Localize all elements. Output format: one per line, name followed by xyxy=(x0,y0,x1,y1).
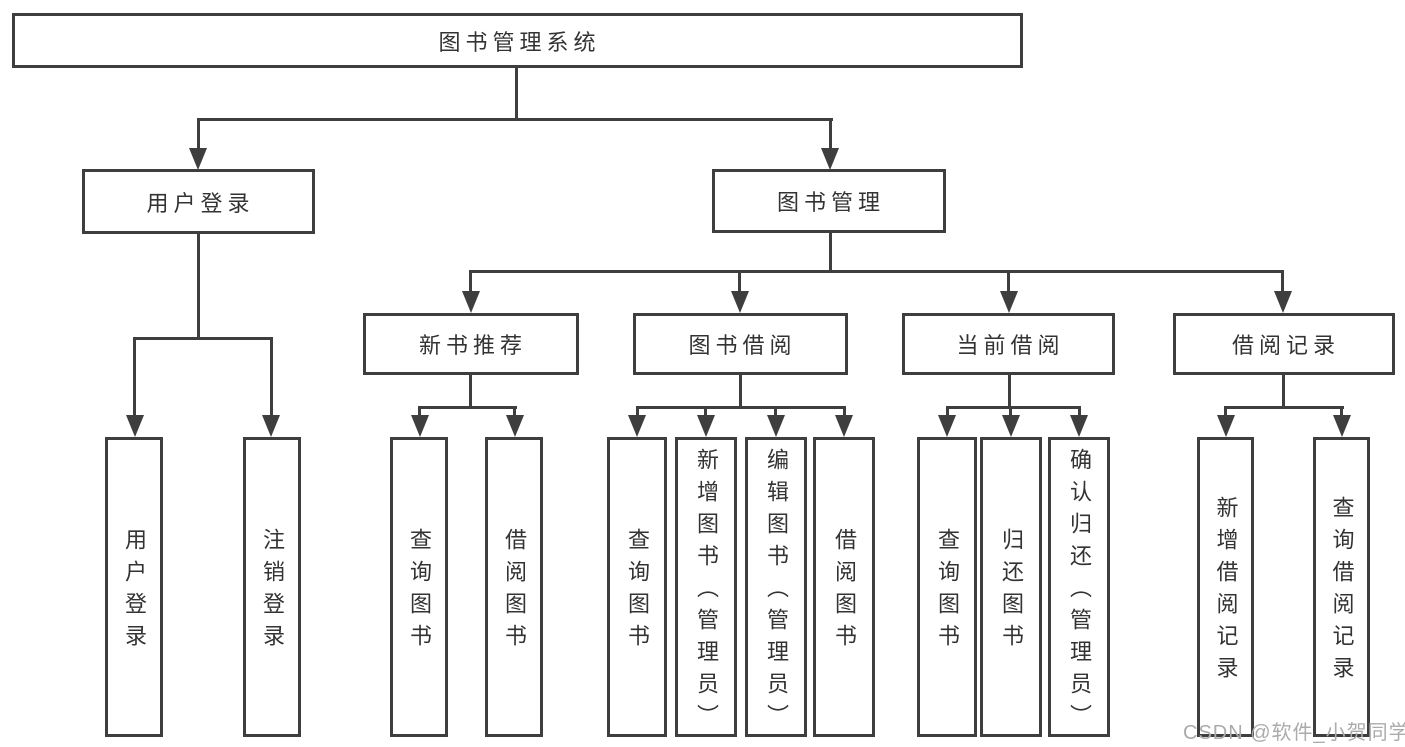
leaf-logout-login: 注销登录 xyxy=(243,437,301,737)
node-label: 借阅记录 xyxy=(1231,333,1340,358)
connector-line xyxy=(829,233,832,272)
leaf-label: 注销登录 xyxy=(260,528,285,656)
connector-line xyxy=(418,406,421,418)
node-label: 图书管理 xyxy=(776,190,885,215)
connector-line xyxy=(515,68,518,119)
connector-line xyxy=(1281,270,1284,293)
arrow-down-icon xyxy=(1002,415,1020,437)
node-borrow-records: 借阅记录 xyxy=(1173,313,1395,375)
arrow-down-icon xyxy=(821,148,839,170)
leaf-label: 新增图书（管理员） xyxy=(694,448,719,736)
leaf-add-books-admin: 新增图书（管理员） xyxy=(675,437,737,737)
leaf-label: 确认归还（管理员） xyxy=(1067,448,1092,736)
connector-line xyxy=(946,406,949,418)
node-label: 用户登录 xyxy=(146,190,255,216)
arrow-down-icon xyxy=(462,291,480,313)
arrow-down-icon xyxy=(506,415,524,437)
connector-line xyxy=(636,406,846,409)
leaf-label: 归还图书 xyxy=(999,528,1024,656)
connector-line xyxy=(739,375,742,408)
connector-line xyxy=(636,406,639,418)
leaf-user-login: 用户登录 xyxy=(105,437,163,737)
leaf-edit-books-admin: 编辑图书（管理员） xyxy=(745,437,807,737)
leaf-query-borrow-record: 查询借阅记录 xyxy=(1313,437,1370,737)
arrow-down-icon xyxy=(411,415,429,437)
connector-line xyxy=(197,118,200,151)
arrow-down-icon xyxy=(835,415,853,437)
node-label: 图书管理系统 xyxy=(438,29,601,55)
connector-line xyxy=(1009,406,1012,418)
arrow-down-icon xyxy=(938,415,956,437)
node-user-login: 用户登录 xyxy=(82,169,315,234)
connector-line xyxy=(197,118,833,121)
leaf-current-query-books: 查询图书 xyxy=(917,437,977,737)
connector-line xyxy=(470,270,1284,273)
leaf-confirm-return-admin: 确认归还（管理员） xyxy=(1048,437,1110,737)
node-book-borrow: 图书借阅 xyxy=(633,313,848,375)
leaf-add-borrow-record: 新增借阅记录 xyxy=(1197,437,1254,737)
node-current-borrow: 当前借阅 xyxy=(902,313,1115,375)
connector-line xyxy=(469,270,472,293)
connector-line xyxy=(1340,406,1343,418)
connector-line xyxy=(946,406,1081,409)
csdn-watermark: CSDN @软件_小贺同学 xyxy=(1183,722,1405,744)
leaf-recommend-borrow-books: 借阅图书 xyxy=(485,437,543,737)
leaf-label: 借阅图书 xyxy=(832,528,857,656)
connector-line xyxy=(1224,406,1227,418)
connector-line xyxy=(197,234,200,339)
connector-line xyxy=(270,337,273,417)
connector-line xyxy=(738,270,741,293)
connector-line xyxy=(1078,406,1081,418)
connector-line xyxy=(1008,375,1011,408)
leaf-label: 用户登录 xyxy=(122,528,147,656)
arrow-down-icon xyxy=(731,291,749,313)
leaf-label: 借阅图书 xyxy=(502,528,527,656)
connector-line xyxy=(133,337,136,417)
leaf-borrow-query-books: 查询图书 xyxy=(607,437,667,737)
arrow-down-icon xyxy=(697,415,715,437)
connector-line xyxy=(1007,270,1010,293)
connector-line xyxy=(829,118,832,151)
leaf-label: 新增借阅记录 xyxy=(1213,496,1239,688)
leaf-recommend-query-books: 查询图书 xyxy=(390,437,448,737)
connector-line xyxy=(418,406,517,409)
node-library-management-system: 图书管理系统 xyxy=(12,13,1023,68)
arrow-down-icon xyxy=(628,415,646,437)
leaf-label: 查询图书 xyxy=(935,528,960,656)
arrow-down-icon xyxy=(1333,415,1351,437)
arrow-down-icon xyxy=(1274,291,1292,313)
connector-line xyxy=(1282,375,1285,408)
connector-line xyxy=(133,337,273,340)
arrow-down-icon xyxy=(1000,291,1018,313)
leaf-label: 查询图书 xyxy=(625,528,650,656)
connector-line xyxy=(843,406,846,418)
connector-line xyxy=(704,406,707,418)
arrow-down-icon xyxy=(1070,415,1088,437)
arrow-down-icon xyxy=(262,415,280,437)
arrow-down-icon xyxy=(126,415,144,437)
arrow-down-icon xyxy=(189,148,207,170)
node-label: 图书借阅 xyxy=(688,333,797,358)
connector-line xyxy=(469,375,472,408)
arrow-down-icon xyxy=(767,415,785,437)
connector-line xyxy=(513,406,516,418)
leaf-label: 编辑图书（管理员） xyxy=(764,448,789,736)
leaf-label: 查询图书 xyxy=(407,528,432,656)
connector-line xyxy=(1224,406,1344,409)
node-new-book-recommend: 新书推荐 xyxy=(363,313,579,375)
connector-line xyxy=(774,406,777,418)
node-book-management: 图书管理 xyxy=(712,169,946,233)
arrow-down-icon xyxy=(1217,415,1235,437)
node-label: 当前借阅 xyxy=(956,333,1065,358)
leaf-label: 查询借阅记录 xyxy=(1329,496,1355,688)
leaf-borrow-borrow-books: 借阅图书 xyxy=(813,437,875,737)
node-label: 新书推荐 xyxy=(418,333,527,358)
leaf-return-books: 归还图书 xyxy=(980,437,1042,737)
